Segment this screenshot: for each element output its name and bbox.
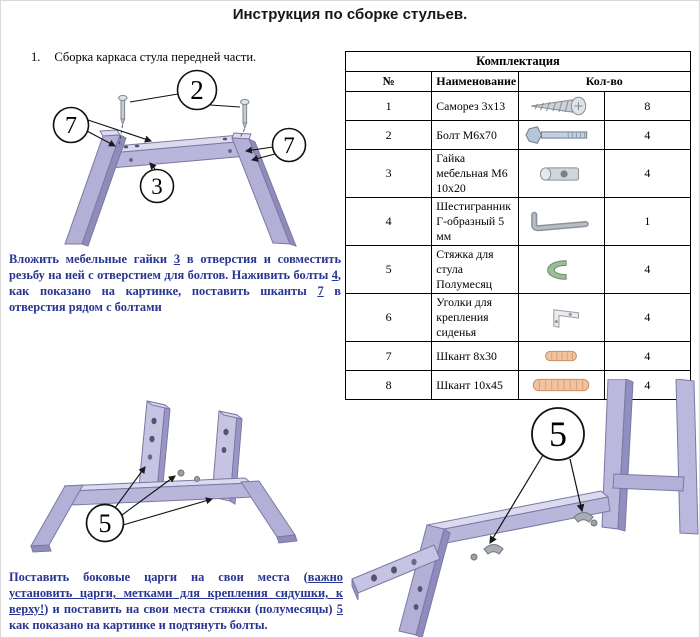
table-row: 5 Стяжка для стула Полумесяц 4: [344, 245, 692, 294]
col-header-name: Наименование: [431, 71, 519, 92]
part-number: 5: [344, 245, 433, 294]
part-qty: 1: [603, 197, 692, 246]
instruction-text: ) и поставить на свои места стяжки (полу…: [44, 602, 337, 617]
page-title: Инструкция по сборке стульев.: [232, 6, 468, 23]
barrel-nut-icon: [517, 149, 605, 198]
step1-heading: 1. Сборка каркаса стула передней части.: [31, 50, 256, 65]
dowel-small-icon: [517, 341, 605, 371]
chair-front-frame-drawing: [64, 129, 297, 247]
part-qty: 4: [603, 245, 692, 294]
step1-heading-text: Сборка каркаса стула передней части.: [54, 50, 257, 64]
side-tsarga-board: [351, 544, 441, 601]
part-name: Стяжка для стула Полумесяц: [431, 245, 519, 294]
part-name: Шкант 10х45: [431, 370, 519, 400]
part-number: 6: [344, 293, 433, 342]
front-frame-base: [30, 477, 298, 553]
part-qty: 8: [603, 91, 692, 121]
screw-icon: [517, 91, 605, 121]
side-rails-diagram: 5: [30, 400, 298, 553]
svg-text:2: 2: [190, 75, 204, 105]
bolt-drawing: [118, 94, 250, 130]
table-row: 4 Шестигранник Г-образный 5 мм 1: [344, 197, 692, 246]
front-frame-diagram: 2 7 7 3: [52, 69, 307, 247]
hex-key-icon: [517, 197, 605, 246]
svg-text:5: 5: [99, 509, 112, 538]
table-row: 2 Болт М6х70 4: [344, 120, 692, 150]
part-qty: 4: [603, 149, 692, 198]
callout-2: 2: [129, 69, 241, 111]
parts-table: Комплектация № Наименование Кол-во 1 Сам…: [344, 51, 692, 400]
parts-table-title: Комплектация: [345, 51, 691, 72]
dowel-large-icon: [517, 370, 605, 400]
instruction-text: , как показано на картинке, поставить шк…: [9, 268, 341, 299]
bolt-icon: [517, 120, 605, 150]
step2-instruction: Поставить боковые царги на свои места (в…: [9, 569, 343, 634]
svg-text:3: 3: [151, 174, 163, 199]
instruction-text: в отверстия рядом с болтами: [9, 284, 342, 315]
part-number: 7: [344, 341, 433, 371]
part-name: Шкант 8х30: [431, 341, 519, 371]
table-row: 3 Гайка мебельная М6 10х20 4: [344, 149, 692, 198]
part-name: Гайка мебельная М6 10х20: [431, 149, 519, 198]
svg-text:5: 5: [549, 414, 567, 454]
table-row: 1 Саморез 3х13 8: [344, 91, 692, 121]
step1-number: 1.: [31, 50, 41, 64]
part-ref-4: 4: [331, 268, 338, 283]
half-moon-bracket-icon: [517, 245, 605, 294]
part-ref-3: 3: [173, 252, 181, 266]
callout-5: 5: [489, 407, 585, 545]
part-number: 8: [344, 370, 433, 400]
svg-text:7: 7: [283, 133, 295, 158]
step1-instruction: Вложить мебельные гайки 3 в отверстия и …: [9, 251, 341, 316]
svg-text:7: 7: [65, 113, 77, 139]
callout-7-right: 7: [244, 127, 307, 163]
part-qty: 4: [603, 341, 692, 371]
callout-5: 5: [85, 466, 214, 543]
corner-bracket-icon: [517, 293, 605, 342]
part-number: 3: [344, 149, 433, 198]
col-header-number: №: [344, 71, 433, 92]
instruction-text: в отверстия и совместить резьбу на ней с…: [9, 252, 342, 283]
fastener-bits: [177, 469, 200, 482]
part-name: Шестигранник Г-образный 5 мм: [431, 197, 519, 246]
table-row: 6 Уголки для крепления сиденья 4: [344, 293, 692, 342]
part-qty: 4: [603, 120, 692, 150]
instruction-important: важно установить царги, метками для креп…: [9, 570, 343, 617]
instruction-text: как показано на картинке и подтянуть бол…: [9, 618, 268, 633]
instruction-text: Поставить боковые царги на свои места (: [9, 570, 308, 584]
part-name: Саморез 3х13: [431, 91, 519, 121]
part-name: Уголки для крепления сиденья: [431, 293, 519, 342]
leader-lines: [118, 124, 245, 148]
callout-7-left: 7: [52, 106, 153, 147]
part-number: 2: [344, 120, 433, 150]
table-row: 7 Шкант 8х30 4: [344, 341, 692, 371]
part-ref-5: 5: [336, 602, 343, 617]
part-ref-7: 7: [317, 284, 324, 299]
seat-frame: [398, 490, 611, 637]
callout-3: 3: [139, 162, 175, 204]
half-moon-connectors: [470, 512, 598, 561]
part-number: 4: [344, 197, 433, 246]
part-name: Болт М6х70: [431, 120, 519, 150]
half-moon-braces-diagram: 5: [351, 379, 699, 637]
col-header-qty: Кол-во: [517, 71, 691, 92]
rear-legs: [601, 379, 699, 535]
instruction-text: Вложить мебельные гайки: [9, 252, 174, 266]
part-number: 1: [344, 91, 433, 121]
part-qty: 4: [603, 293, 692, 342]
